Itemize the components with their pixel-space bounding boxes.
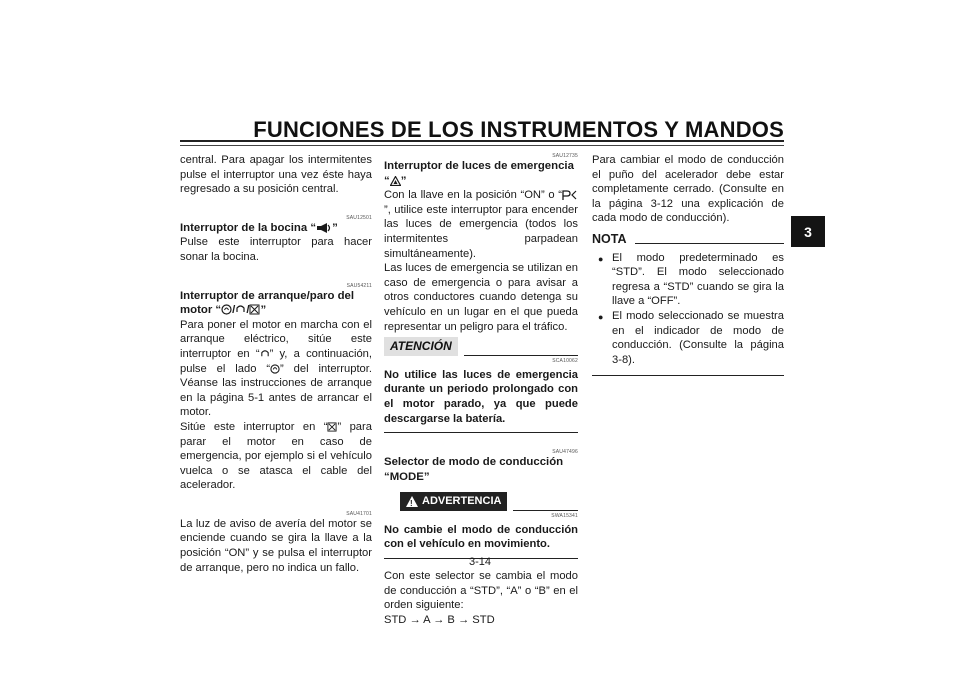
horn-heading: Interruptor de la bocina “” <box>180 221 338 234</box>
nota-header: NOTA <box>592 232 784 247</box>
stop-icon <box>249 304 260 315</box>
hazard-triangle-icon <box>389 175 401 186</box>
section-code: SCA10062 <box>552 357 578 364</box>
column-1: central. Para apagar los intermitentes p… <box>180 153 372 575</box>
chapter-number: 3 <box>804 223 812 240</box>
section-code: SAU12735 <box>552 153 578 159</box>
advertencia-notice-header: ADVERTENCIA <box>384 492 578 512</box>
list-item: ● El modo seleccionado se muestra en el … <box>598 309 784 366</box>
start-icon <box>270 363 280 374</box>
section-code: SAU12501 <box>346 214 372 221</box>
mode-heading: Selector de modo de conducción “MODE” <box>384 456 564 483</box>
header-rule <box>180 140 784 142</box>
start-paragraph-2: Sitúe este interruptor en “” para parar … <box>180 420 372 492</box>
nota-label: NOTA <box>592 231 627 246</box>
mode-text: Con este selector se cambia el modo de c… <box>384 570 578 612</box>
section-code: SAU41701 <box>346 510 372 517</box>
mode-change-text: Para cambiar el modo de conducción el pu… <box>592 154 784 225</box>
intro-paragraph: central. Para apagar los intermitentes p… <box>180 154 372 196</box>
start-icon <box>221 304 232 315</box>
start-stop-heading: Interruptor de arranque/paro del motor “… <box>180 289 355 317</box>
chapter-tab: 3 <box>791 216 825 247</box>
fault-light-text: La luz de aviso de avería del motor se e… <box>180 517 372 574</box>
advertencia-label: ADVERTENCIA <box>400 492 508 512</box>
notice-rule <box>384 432 578 434</box>
column-2: SAU12735 Interruptor de luces de emergen… <box>384 153 578 627</box>
header-rule-thin <box>180 145 784 146</box>
horn-text: Pulse este interruptor para hacer sonar … <box>180 236 372 263</box>
advertencia-text: No cambie el modo de conducción con el v… <box>384 523 578 551</box>
warning-triangle-icon <box>406 496 418 512</box>
mode-sequence: STD → A → B → STD <box>384 613 495 626</box>
atencion-text: No utilice las luces de emergencia duran… <box>384 368 578 425</box>
hazard-paragraph-2: Las luces de emergencia se utilizan en c… <box>384 262 578 333</box>
hazard-heading: Interruptor de luces de emergencia “” <box>384 160 574 187</box>
start-paragraph-1: Para poner el motor en marcha con el arr… <box>180 318 372 419</box>
atencion-label: ATENCIÓN <box>384 337 458 356</box>
atencion-notice-header: ATENCIÓN <box>384 337 578 356</box>
stop-icon <box>327 422 337 432</box>
bullet-icon: ● <box>598 253 604 264</box>
section-code: SAU47496 <box>552 449 578 456</box>
parking-position-icon <box>562 190 577 201</box>
run-icon <box>236 305 245 313</box>
list-item: ● El modo predeterminado es “STD”. El mo… <box>598 251 784 308</box>
nota-list: ● El modo predeterminado es “STD”. El mo… <box>592 251 784 368</box>
page-header-title: FUNCIONES DE LOS INSTRUMENTOS Y MANDOS <box>253 117 784 142</box>
nota-rule <box>592 375 784 377</box>
column-3: Para cambiar el modo de conducción el pu… <box>592 153 784 377</box>
bullet-icon: ● <box>598 311 604 322</box>
page-number: 3-14 <box>468 556 492 568</box>
section-code: SAU54211 <box>346 282 372 289</box>
section-code: SWA15341 <box>551 512 578 519</box>
horn-icon <box>317 222 331 233</box>
notice-rule <box>384 558 578 560</box>
hazard-paragraph-1: Con la llave en la posición “ON” o “”, u… <box>384 189 578 260</box>
run-icon <box>260 350 269 357</box>
